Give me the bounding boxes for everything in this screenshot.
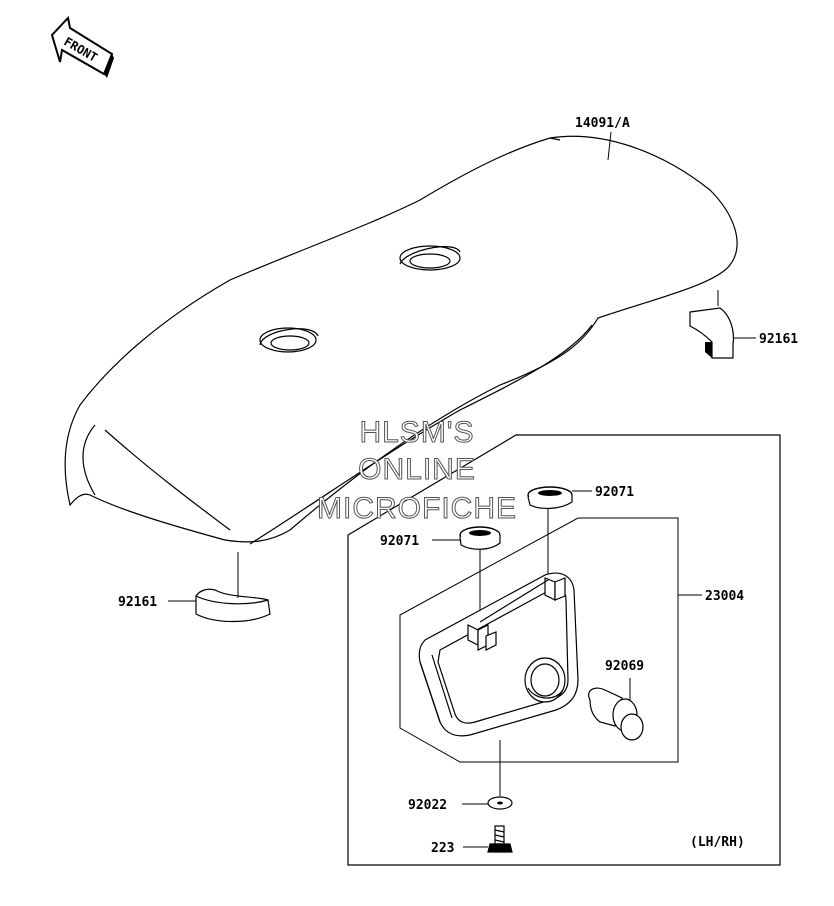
- lamp-subassembly-box: [399, 517, 679, 763]
- part-label-bulb: 92069: [605, 659, 644, 674]
- screw-drawing: [463, 825, 513, 853]
- part-label-taillight-assy: 23004: [705, 589, 744, 604]
- cushion-right-drawing: [689, 290, 756, 359]
- washer-drawing: [462, 796, 513, 810]
- part-label-washer: 92022: [408, 798, 447, 813]
- watermark-line-1: HLSM'S: [359, 416, 474, 449]
- assembly-box: [347, 434, 781, 866]
- part-label-seat: 14091/A: [575, 116, 630, 131]
- watermark-line-2: ONLINE: [358, 453, 476, 486]
- seat-drawing: [64, 135, 738, 545]
- watermark: HLSM'S ONLINE MICROFICHE: [317, 416, 517, 526]
- part-label-cushion-right: 92161: [759, 332, 798, 347]
- watermark-line-3: MICROFICHE: [317, 492, 517, 525]
- part-label-grommet-upper: 92071: [595, 485, 634, 500]
- variant-note: (LH/RH): [690, 835, 745, 850]
- cushion-left-drawing: [168, 552, 271, 623]
- part-label-screw: 223: [431, 841, 454, 856]
- part-label-cushion-left: 92161: [118, 595, 157, 610]
- grommet-lower-drawing: [432, 526, 501, 615]
- bulb-drawing: [588, 678, 644, 741]
- part-label-grommet-lower: 92071: [380, 534, 419, 549]
- grommet-upper-drawing: [527, 486, 592, 578]
- front-arrow-icon: FRONT: [50, 15, 114, 78]
- taillight-drawing: [418, 572, 579, 737]
